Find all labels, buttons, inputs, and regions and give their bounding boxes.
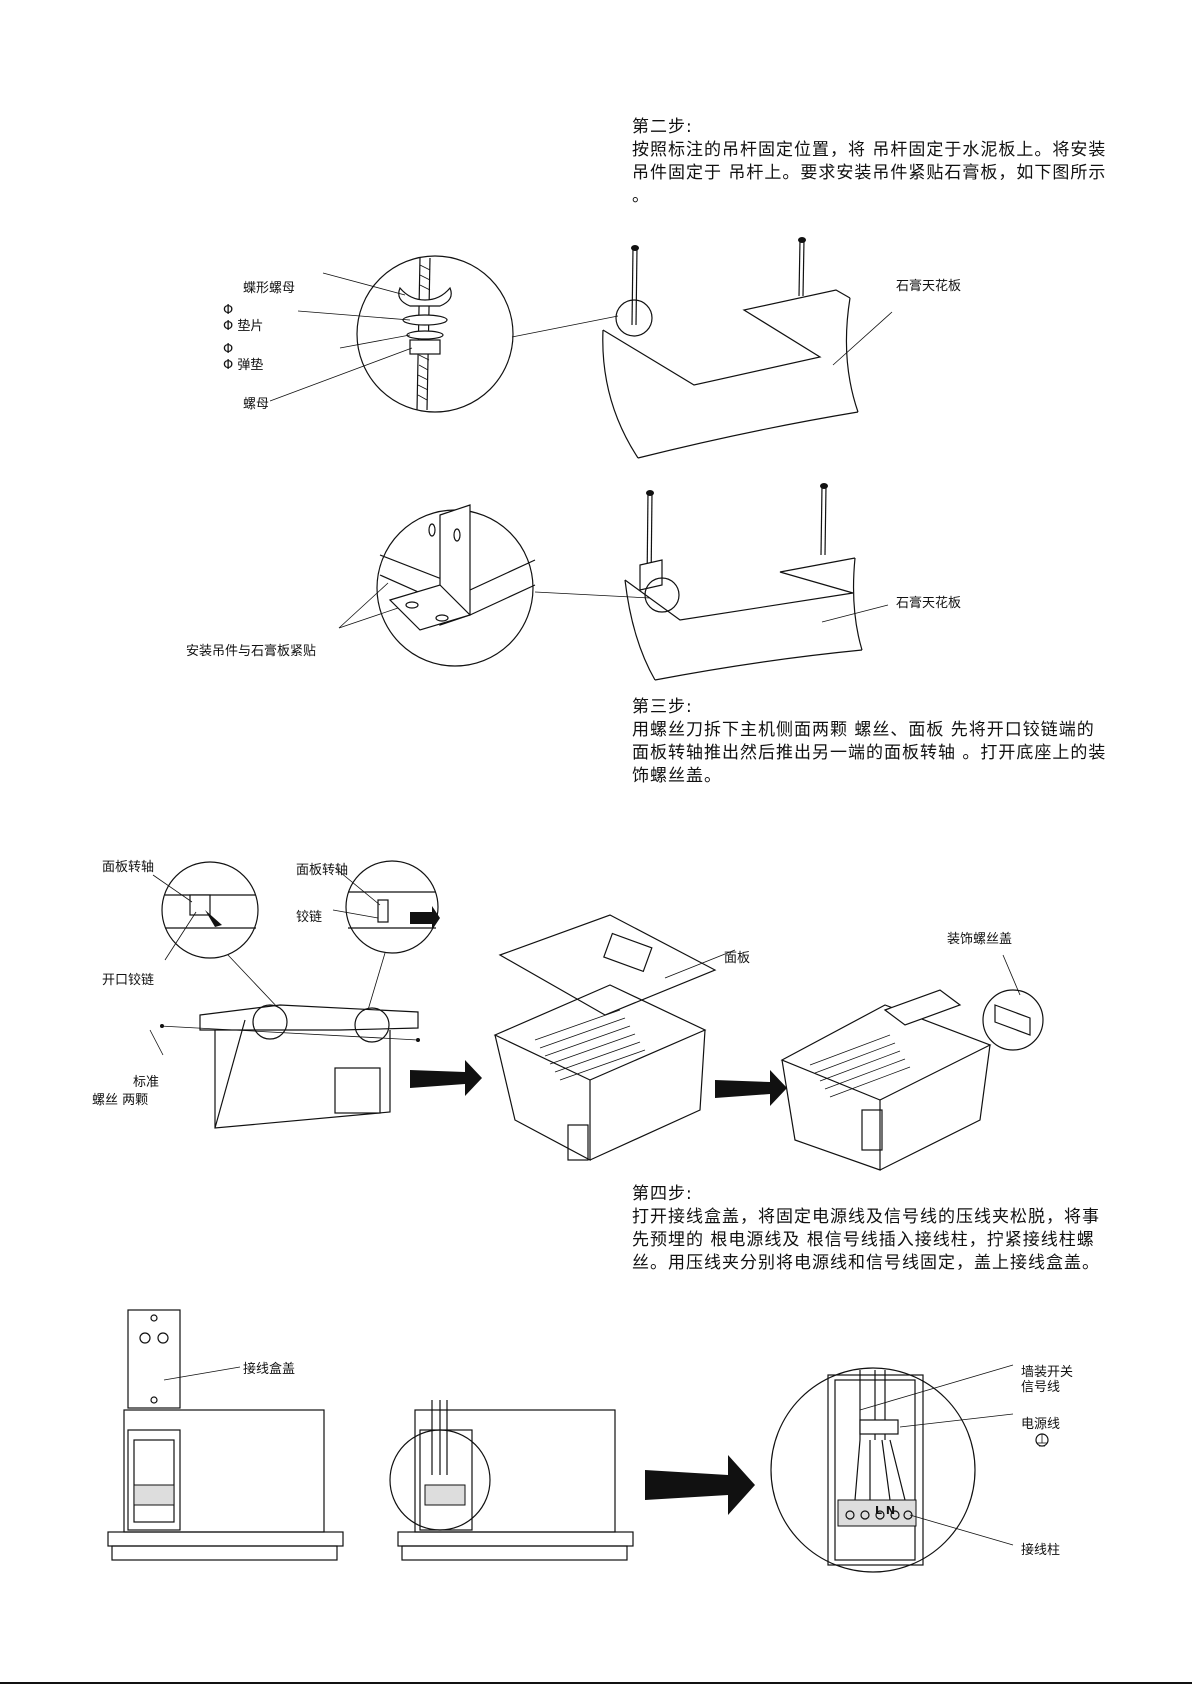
label-gypsum-2: 石膏天花板 xyxy=(896,596,962,611)
step3-title: 第三步: xyxy=(632,697,693,717)
step3-body: 用螺丝刀拆下主机侧面两颗 螺丝、面板 先将开口铰链端的面板转轴推出然后推出另一端… xyxy=(632,720,1107,786)
junction-cover xyxy=(127,1309,241,1409)
label-panel-shaft-2: 面板转轴 xyxy=(296,863,349,878)
unit-panel-removed xyxy=(780,954,1044,1171)
label-wing-nut: 蝶形螺母 xyxy=(243,281,296,296)
label-gypsum-1: 石膏天花板 xyxy=(896,279,962,294)
label-std-screw-b: 螺丝 两颗 xyxy=(92,1093,149,1108)
gypsum-ceiling-bottom xyxy=(624,483,889,681)
step2-text: 第二步: 按照标注的吊杆固定位置，将 吊杆固定于水泥板上。将安装吊件固定于 吊杆… xyxy=(632,116,1108,208)
wiring-magnifier xyxy=(770,1364,1049,1573)
label-deco-cap: 装饰螺丝盖 xyxy=(947,932,1013,947)
unit-side-view-1 xyxy=(107,1409,344,1561)
step3-text: 第三步: 用螺丝刀拆下主机侧面两颗 螺丝、面板 先将开口铰链端的面板转轴推出然后… xyxy=(632,696,1108,788)
arrow-2 xyxy=(715,1070,787,1106)
gypsum-ceiling-top xyxy=(602,237,893,459)
label-panel-shaft-1: 面板转轴 xyxy=(102,860,155,875)
label-std-screw-a: 标准 xyxy=(133,1075,160,1090)
step2-body: 按照标注的吊杆固定位置，将 吊杆固定于水泥板上。将安装吊件固定于 吊杆上。要求安… xyxy=(632,140,1107,206)
label-junction-cover: 接线盒盖 xyxy=(243,1362,296,1377)
label-phi-2: Φ xyxy=(223,342,234,357)
label-washer: Φ 垫片 xyxy=(223,319,264,334)
label-spring-washer: Φ 弹垫 xyxy=(223,358,264,373)
label-terminal: 接线柱 xyxy=(1021,1543,1061,1558)
label-wall-switch: 墙装开关 xyxy=(1021,1365,1074,1380)
label-nut: 螺母 xyxy=(243,397,270,412)
panel-shaft-magnifier-1 xyxy=(152,861,281,1011)
bottom-rule xyxy=(0,1682,1192,1684)
unit-panel-lifted xyxy=(493,914,736,1161)
label-terminal-letters: L N xyxy=(875,1504,896,1517)
step2-title: 第二步: xyxy=(632,117,693,137)
step4-text: 第四步: 打开接线盒盖，将固定电源线及信号线的压线夹松脱，将事先预埋的 根电源线… xyxy=(632,1183,1108,1275)
unit-with-panel-open xyxy=(149,1004,420,1129)
label-phi-1: Φ xyxy=(223,303,234,318)
label-open-hinge: 开口铰链 xyxy=(102,973,155,988)
arrow-1 xyxy=(410,1060,482,1096)
unit-side-view-2 xyxy=(389,1400,634,1561)
label-signal-wire: 信号线 xyxy=(1021,1380,1061,1395)
step4-body: 打开接线盒盖，将固定电源线及信号线的压线夹松脱，将事先预埋的 根电源线及 根信号… xyxy=(632,1207,1100,1273)
rod-hardware-magnifier xyxy=(269,255,619,413)
label-bracket-note: 安装吊件与石膏板紧贴 xyxy=(186,644,317,659)
label-hinge: 铰链 xyxy=(296,910,323,925)
arrow-3 xyxy=(645,1455,755,1515)
hinge-magnifier xyxy=(332,860,440,1011)
bracket-magnifier xyxy=(338,504,651,667)
label-panel: 面板 xyxy=(724,951,751,966)
step4-title: 第四步: xyxy=(632,1184,693,1204)
label-power-wire: 电源线 xyxy=(1021,1417,1061,1432)
